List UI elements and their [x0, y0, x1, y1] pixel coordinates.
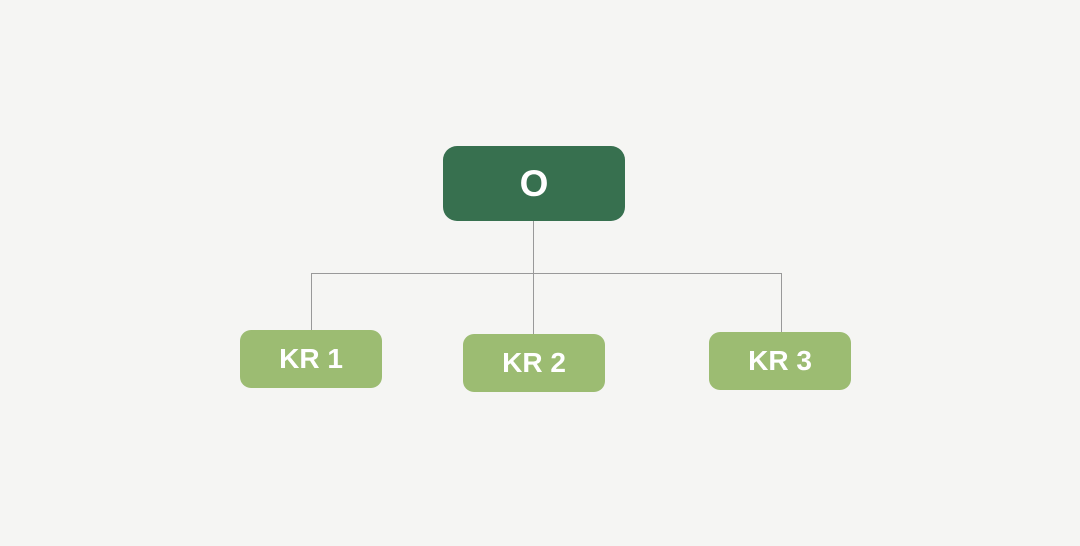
connector-objective-to-kr2 — [533, 221, 534, 334]
key-result-label-1: KR 1 — [279, 343, 343, 374]
connector-horizontal-rail — [311, 273, 781, 274]
connector-drop-to-kr3 — [781, 273, 782, 332]
key-result-node-3: KR 3 — [709, 332, 851, 390]
key-result-label-3: KR 3 — [748, 345, 812, 376]
connector-drop-to-kr1 — [311, 273, 312, 330]
key-result-node-2: KR 2 — [463, 334, 605, 392]
objective-node: O — [443, 146, 625, 221]
key-result-node-1: KR 1 — [240, 330, 382, 388]
key-result-label-2: KR 2 — [502, 347, 566, 378]
objective-label: O — [519, 162, 549, 204]
